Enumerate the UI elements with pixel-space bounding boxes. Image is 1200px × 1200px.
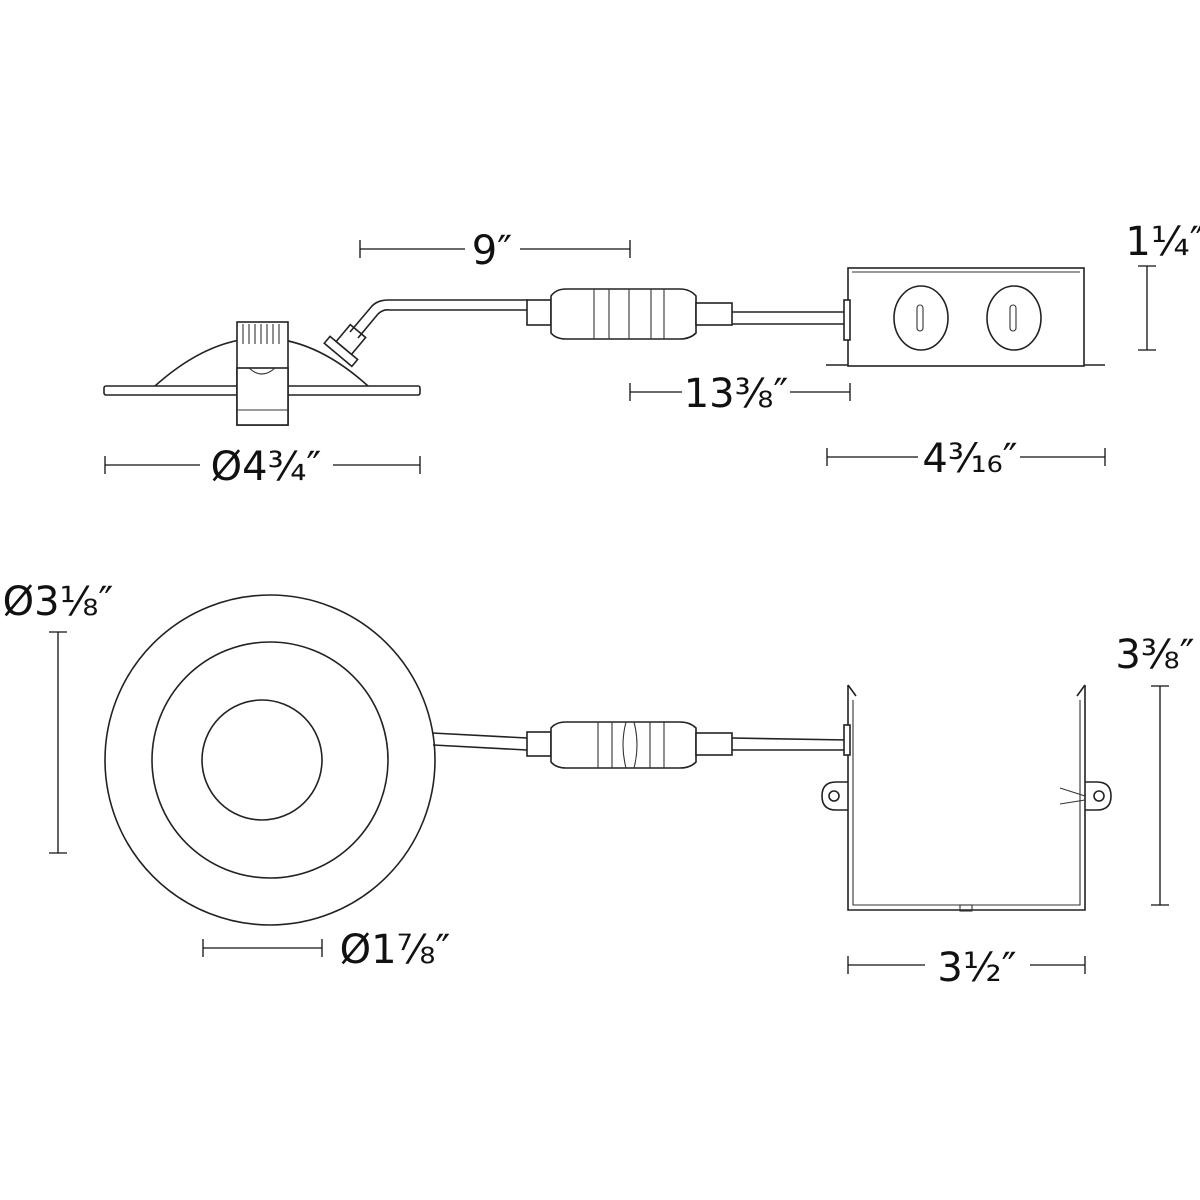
spring-clip [236,321,289,426]
top-view-inline-connector [526,721,849,769]
dim-label: 13⅜″ [684,371,789,417]
dim-label: 9″ [472,228,512,274]
dim-label: Ø1⅞″ [340,927,451,973]
cable-to-box [732,311,848,325]
dim-box-width: 3⅜″ [1115,632,1195,906]
dim-total-cable-length: 13⅜″ [629,371,851,417]
dim-label: Ø4¾″ [211,444,322,490]
side-view-fixture [103,299,528,426]
trim-outer [104,594,436,926]
connector-gland [323,323,367,368]
dim-trim-diameter: Ø4¾″ [104,444,421,490]
dim-box-height: 1¼″ [1125,219,1200,351]
mounting-ear-left [821,781,848,811]
dim-box-length: 4³⁄₁₆″ [826,436,1106,482]
dim-label: 1¼″ [1125,219,1200,265]
dim-aperture-diameter: Ø1⅞″ [202,927,451,973]
dim-box-depth: 3½″ [847,945,1086,991]
cable [431,732,528,751]
trim-ring [151,641,389,879]
dim-cable-length: 9″ [359,228,631,274]
knockout-2 [986,285,1042,351]
dim-label: 4³⁄₁₆″ [922,436,1017,482]
dim-label: Ø3⅛″ [3,579,114,625]
dim-label: 3⅜″ [1115,632,1194,678]
mounting-ear-right [1059,781,1112,811]
cable-top [349,299,528,333]
dim-label: 3½″ [937,945,1016,991]
side-view-inline-connector [526,288,848,340]
top-view-fixture [104,594,528,926]
cable-bottom [357,309,528,339]
dim-cutout-diameter: Ø3⅛″ [3,579,114,854]
top-view-junction-box [821,684,1112,912]
knockout-1 [893,285,949,351]
side-view-junction-box [826,267,1105,367]
lens-aperture [201,699,323,821]
